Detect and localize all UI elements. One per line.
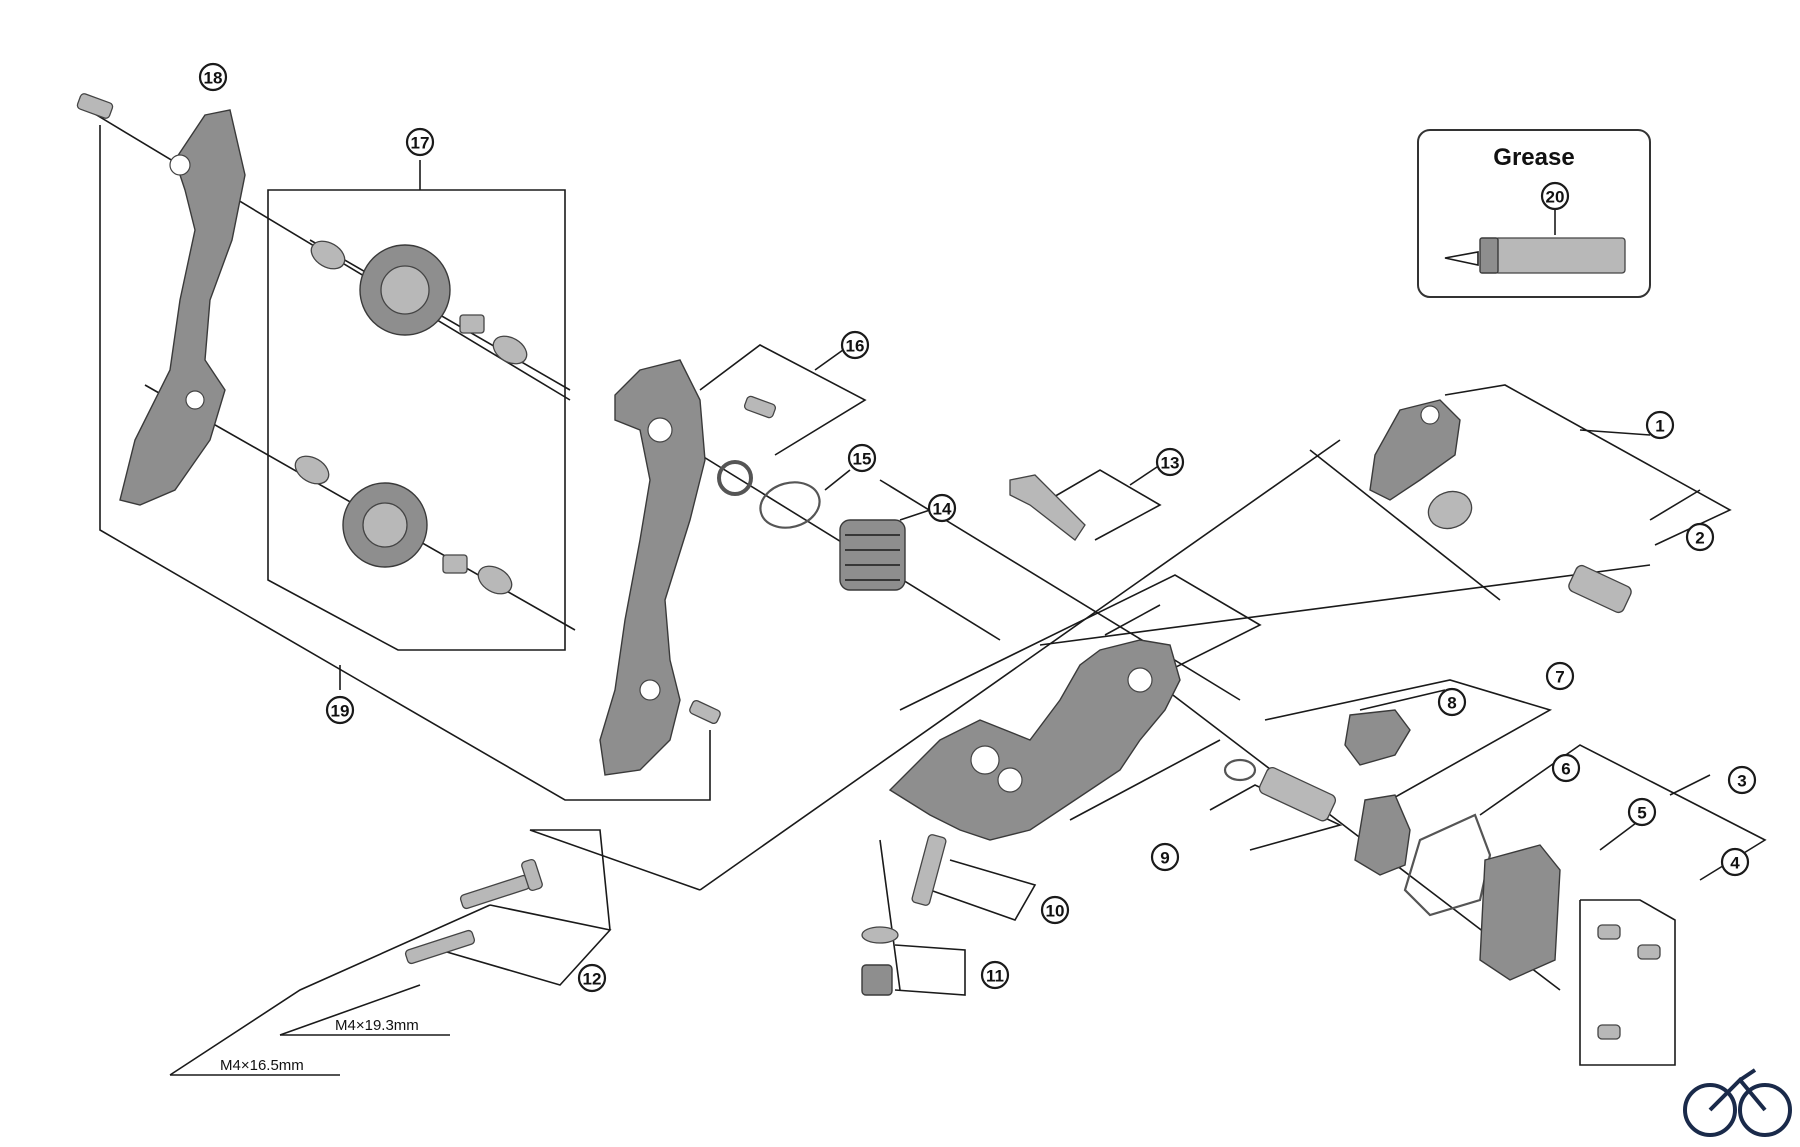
svg-text:16: 16 — [846, 337, 865, 356]
svg-text:9: 9 — [1160, 849, 1169, 868]
bracket-axle-part — [1369, 399, 1473, 530]
pulley-set-part — [294, 240, 528, 595]
cage-bolt-part — [76, 93, 114, 119]
svg-text:15: 15 — [853, 450, 872, 469]
callout-20: 20 — [1540, 181, 1570, 211]
callout-9: 9 — [1150, 842, 1180, 872]
svg-text:2: 2 — [1695, 529, 1704, 548]
clutch-lever-part — [1354, 794, 1411, 876]
tension-spring-part — [839, 519, 906, 591]
callouts: 1 2 3 4 5 6 7 8 9 10 11 12 13 14 15 16 1… — [198, 62, 1757, 993]
cover-screws-part — [1597, 924, 1661, 1040]
spring-ring-part — [759, 481, 821, 529]
stabilizer-cover-part — [1479, 844, 1561, 981]
bracket-bolt-part — [1568, 564, 1632, 614]
axle-part — [1223, 758, 1337, 822]
svg-text:14: 14 — [933, 500, 952, 519]
main-body-part — [888, 639, 1181, 841]
dimension-label-short: M4×16.5mm — [220, 1057, 304, 1074]
svg-text:12: 12 — [583, 970, 602, 989]
callout-16: 16 — [840, 330, 870, 360]
svg-text:11: 11 — [986, 967, 1004, 986]
clutch-unit-part — [1344, 709, 1411, 766]
callout-13: 13 — [1155, 447, 1185, 477]
b-tension-bolt-part — [861, 926, 899, 996]
bicycle-icon — [1683, 1068, 1792, 1137]
callout-17: 17 — [405, 127, 435, 157]
callout-6: 6 — [1551, 753, 1581, 783]
svg-text:8: 8 — [1447, 694, 1456, 713]
svg-text:18: 18 — [204, 69, 223, 88]
callout-3: 3 — [1727, 765, 1757, 795]
callout-14: 14 — [927, 493, 957, 523]
callout-19: 19 — [325, 695, 355, 725]
svg-text:20: 20 — [1546, 188, 1565, 207]
cable-fixing-part — [1009, 474, 1086, 541]
callout-11: 11 — [980, 960, 1010, 990]
callout-10: 10 — [1040, 895, 1070, 925]
callout-15: 15 — [847, 443, 877, 473]
callout-8: 8 — [1437, 687, 1467, 717]
callout-5: 5 — [1627, 797, 1657, 827]
dimension-label-long: M4×19.3mm — [335, 1017, 419, 1034]
callout-7: 7 — [1545, 661, 1575, 691]
inner-plate-part — [599, 359, 721, 776]
svg-text:19: 19 — [331, 702, 350, 721]
stop-pin-part — [717, 395, 777, 496]
callout-12: 12 — [577, 963, 607, 993]
end-adjust-screws-part — [404, 858, 543, 965]
grease-box: Grease — [1417, 129, 1651, 298]
svg-text:17: 17 — [411, 134, 430, 153]
outer-plate-part — [119, 109, 246, 506]
callout-1: 1 — [1645, 410, 1675, 440]
svg-text:4: 4 — [1730, 854, 1740, 873]
callout-18: 18 — [198, 62, 228, 92]
cover-seal-part — [1403, 813, 1492, 917]
svg-text:13: 13 — [1161, 454, 1180, 473]
adjust-screw-part — [911, 834, 947, 906]
svg-text:6: 6 — [1561, 760, 1570, 779]
svg-text:1: 1 — [1655, 417, 1664, 436]
grease-title: Grease — [1493, 144, 1574, 171]
grease-tube-icon — [1444, 237, 1626, 274]
svg-text:3: 3 — [1737, 772, 1746, 791]
svg-text:7: 7 — [1555, 668, 1564, 687]
callout-2: 2 — [1685, 522, 1715, 552]
callout-4: 4 — [1720, 847, 1750, 877]
svg-text:10: 10 — [1046, 902, 1065, 921]
svg-text:5: 5 — [1637, 804, 1646, 823]
